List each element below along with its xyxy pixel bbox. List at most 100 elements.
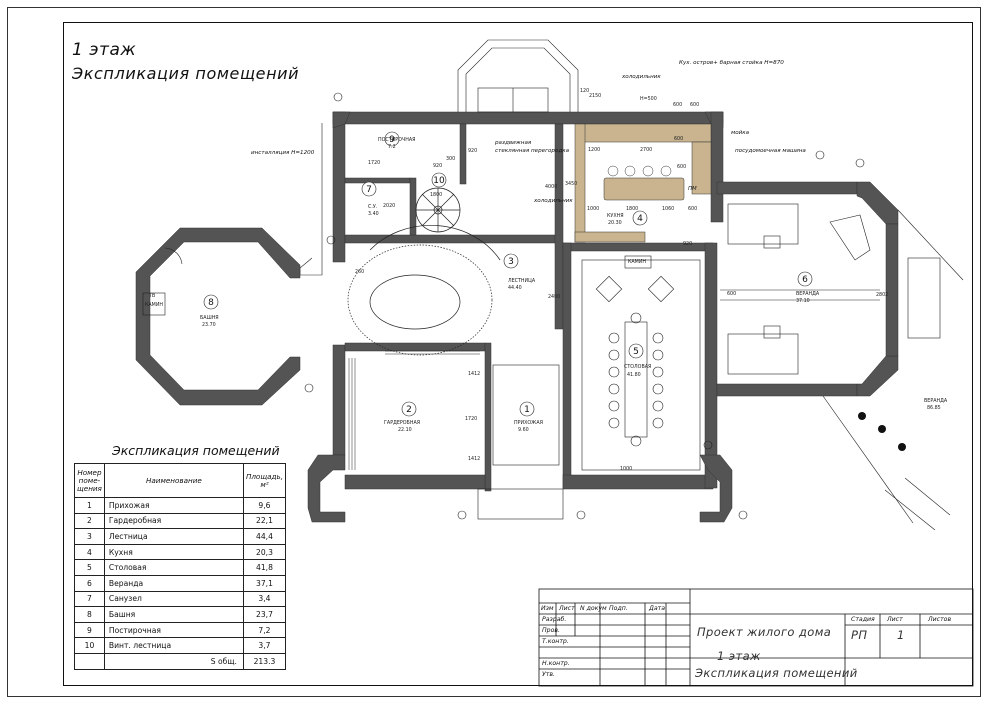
- tb-izm: Изм: [541, 605, 554, 612]
- dim-text: 1800: [626, 206, 638, 212]
- room-5-number: 5: [633, 347, 639, 357]
- total-label: S общ.: [103, 652, 244, 670]
- tv-label: ТВ: [148, 293, 155, 299]
- dim-text: 600: [688, 206, 697, 212]
- dim-text: 1800: [430, 192, 442, 198]
- partition-note-1: раздвижная: [494, 140, 532, 146]
- row-num: 1: [74, 497, 105, 514]
- fireplace-label: КАМИН: [628, 259, 646, 265]
- floor-title: 1 этаж: [72, 40, 137, 60]
- room-5-area: 41.80: [627, 372, 641, 378]
- row-name: Столовая: [103, 559, 244, 576]
- row-num: 5: [74, 559, 105, 576]
- pm-label: ПМ: [688, 186, 697, 192]
- veranda-ext-area: 86.85: [927, 405, 941, 411]
- fridge-note: холодильник: [621, 74, 661, 80]
- dim-text: 600: [674, 136, 683, 142]
- room-6-area: 37.10: [796, 298, 810, 304]
- spiral-stair: [415, 187, 461, 233]
- row-name: Прихожая: [103, 497, 244, 514]
- dim-text: 920: [468, 148, 477, 154]
- room-9-name: ПОСТИРОЧНАЯ: [378, 137, 415, 143]
- dim-text: 120: [580, 88, 589, 94]
- room-9-number: 9: [389, 135, 395, 145]
- tb-razrab: Разраб.: [542, 616, 567, 623]
- row-name: Лестница: [103, 528, 244, 545]
- col-room-number: Номер поме- щения: [74, 463, 105, 498]
- row-num: 6: [74, 574, 105, 592]
- room-5-name: СТОЛОВАЯ: [624, 364, 651, 370]
- dim-text: 600: [690, 102, 699, 108]
- row-area: 41,8: [242, 559, 287, 576]
- row-num: 3: [74, 528, 105, 545]
- page-subtitle: Экспликация помещений: [72, 64, 300, 83]
- row-num: 4: [74, 543, 105, 561]
- row-area: 9,6: [242, 497, 287, 514]
- room-2-area: 22.10: [398, 427, 412, 433]
- room-6-name: ВЕРАНДА: [796, 291, 820, 297]
- drawing-frame: [63, 22, 973, 686]
- veranda-ext-label: ВЕРАНДА: [924, 398, 948, 404]
- row-area: 37,1: [242, 574, 287, 592]
- room-2-name: ГАРДЕРОБНАЯ: [384, 420, 420, 426]
- kitchen-counter: [574, 123, 712, 243]
- row-name: Башня: [103, 606, 244, 623]
- explication-table: Номер поме- щения Наименование Площадь, …: [74, 463, 287, 670]
- room-3-area: 44.40: [508, 285, 522, 291]
- dim-text: 1060: [662, 206, 674, 212]
- row-name: Веранда: [103, 574, 244, 592]
- tb-sheet-value: 1: [897, 628, 905, 642]
- tb-sheets-label: Листов: [928, 616, 952, 623]
- row-name: Гардеробная: [103, 512, 244, 530]
- room-7-number: 7: [366, 185, 372, 195]
- row-name: Винт. лестница: [103, 637, 244, 654]
- explication-title: Экспликация помещений: [112, 443, 280, 458]
- row-num: 9: [74, 621, 105, 639]
- row-num: 8: [74, 606, 105, 623]
- room-8-area: 23.70: [202, 322, 216, 328]
- dim-text: 1000: [620, 466, 632, 472]
- row-area: 22,1: [242, 512, 287, 530]
- row-area: 20,3: [242, 543, 287, 561]
- dim-text: 2400: [548, 294, 560, 300]
- room-3-number: 3: [508, 257, 514, 267]
- install-note: инсталляция H=1200: [251, 150, 315, 156]
- tb-sheet-title-2: Экспликация помещений: [695, 666, 858, 680]
- row-area: 7,2: [242, 621, 287, 639]
- dim-text: 920: [683, 241, 692, 247]
- island-note: Кух. остров+ барная стойка H=870: [679, 60, 784, 66]
- tb-date: Дата: [649, 605, 666, 612]
- dim-text: 600: [727, 291, 736, 297]
- room-7-name: С.У.: [368, 204, 377, 210]
- tb-utv: Утв.: [542, 671, 555, 678]
- tb-doc: N докум: [580, 605, 607, 612]
- room-8-name: БАШНЯ: [200, 315, 219, 321]
- dim-text: 2700: [640, 147, 652, 153]
- h500-label: H=500: [640, 96, 657, 102]
- row-num: 7: [74, 590, 105, 608]
- dim-text: 2020: [383, 203, 395, 209]
- dim-text: 4000: [545, 184, 557, 190]
- col-room-area: Площадь, м²: [242, 463, 287, 498]
- dim-text: 1412: [468, 456, 480, 462]
- room-4-number: 4: [637, 214, 643, 224]
- row-num: 10: [74, 637, 105, 654]
- tb-list: Лист: [559, 605, 575, 612]
- room-1-number: 1: [524, 405, 530, 415]
- walls: [135, 111, 899, 523]
- tb-sign: Подп.: [609, 605, 628, 612]
- row-area: 23,7: [242, 606, 287, 623]
- tb-project: Проект жилого дома: [697, 625, 832, 639]
- tb-nkontr: Н.контр.: [542, 660, 570, 667]
- row-area: 3,4: [242, 590, 287, 608]
- dim-text: 600: [677, 164, 686, 170]
